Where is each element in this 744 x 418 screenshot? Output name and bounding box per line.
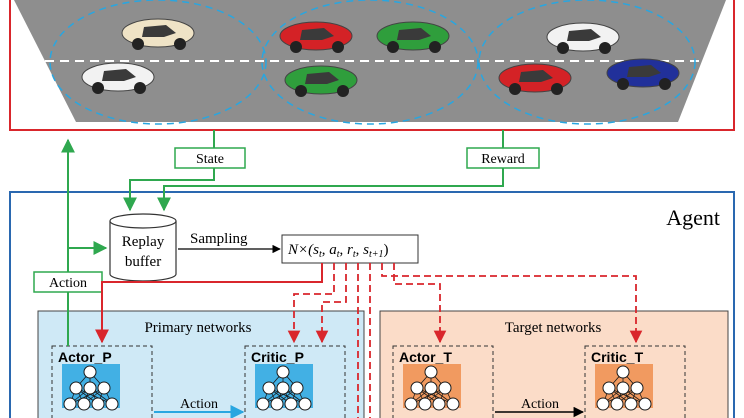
car-red-right: [498, 63, 572, 95]
reward-connector: Reward: [157, 130, 540, 212]
state-label-box: [174, 147, 246, 169]
neuron: [276, 381, 290, 395]
neuron: [290, 381, 304, 395]
action-output-label: Action: [49, 276, 87, 291]
vehicles: [81, 18, 680, 97]
state-label: State: [196, 152, 224, 167]
car-blue: [606, 58, 680, 90]
neuron: [418, 397, 432, 411]
sampling-label: Sampling: [190, 231, 248, 247]
neuron: [276, 365, 290, 379]
target-networks-title: Target networks: [505, 320, 602, 336]
neuron: [262, 381, 276, 395]
neuron: [404, 397, 418, 411]
neuron: [284, 397, 298, 411]
sample-distribution-arrows: [95, 263, 643, 418]
neuron: [602, 381, 616, 395]
neuron: [77, 397, 91, 411]
neuron: [410, 381, 424, 395]
neuron: [638, 397, 652, 411]
critic-primary-label: Critic_P: [251, 349, 304, 365]
neuron: [270, 397, 284, 411]
neuron: [616, 365, 630, 379]
target-action-arrow: Action: [495, 397, 585, 418]
neuron: [446, 397, 460, 411]
critic-target-box: Critic_T: [584, 345, 686, 418]
vehicle-group-circle-2: [261, 0, 479, 125]
replay-buffer-line2: buffer: [125, 254, 161, 270]
replay-buffer-line1: Replay: [122, 234, 165, 250]
neuron: [63, 397, 77, 411]
sample-tuple-box: N×(st, at, rt, st+1): [281, 234, 419, 264]
car-red-middle: [279, 21, 353, 53]
neuron: [610, 397, 624, 411]
critic-target-neurons: [595, 364, 653, 411]
critic-primary-neurons: [255, 364, 313, 411]
car-white-right: [546, 22, 620, 54]
neuron: [256, 397, 270, 411]
neuron: [97, 381, 111, 395]
target-action-label: Action: [521, 397, 559, 412]
primary-networks-title: Primary networks: [144, 320, 251, 336]
replay-buffer: Replay buffer: [109, 213, 177, 282]
vehicle-group-circle-3: [478, 0, 696, 125]
actor-primary-label: Actor_P: [58, 349, 112, 365]
actor-target-neurons: [403, 364, 461, 411]
actor-target-box: Actor_T: [392, 345, 494, 418]
neuron: [432, 397, 446, 411]
car-beige: [121, 18, 195, 50]
neuron: [616, 381, 630, 395]
neuron: [91, 397, 105, 411]
car-white-left: [81, 62, 155, 94]
action-to-environment-connector: Action: [33, 138, 108, 346]
car-green-bottom: [284, 65, 358, 97]
state-connector: State: [123, 130, 246, 212]
neuron: [69, 381, 83, 395]
vehicle-group-circle-1: [49, 0, 267, 125]
primary-action-label: Action: [180, 397, 218, 412]
primary-action-arrow: Action: [154, 397, 245, 418]
actor-target-label: Actor_T: [399, 349, 452, 365]
neuron: [83, 381, 97, 395]
actor-primary-neurons: [62, 364, 120, 411]
neuron: [596, 397, 610, 411]
neuron: [624, 397, 638, 411]
actor-primary-box: Actor_P: [51, 345, 153, 418]
neuron: [83, 365, 97, 379]
critic-target-label: Critic_T: [591, 349, 644, 365]
sample-tuple-formula: N×(st, at, rt, st+1): [287, 242, 389, 260]
neuron: [438, 381, 452, 395]
reward-label: Reward: [481, 152, 525, 167]
critic-primary-box: Critic_P: [244, 345, 346, 418]
agent-title: Agent: [666, 205, 720, 230]
neuron: [298, 397, 312, 411]
neuron: [630, 381, 644, 395]
car-green-top: [376, 21, 450, 53]
neuron: [105, 397, 119, 411]
neuron: [424, 365, 438, 379]
neuron: [424, 381, 438, 395]
